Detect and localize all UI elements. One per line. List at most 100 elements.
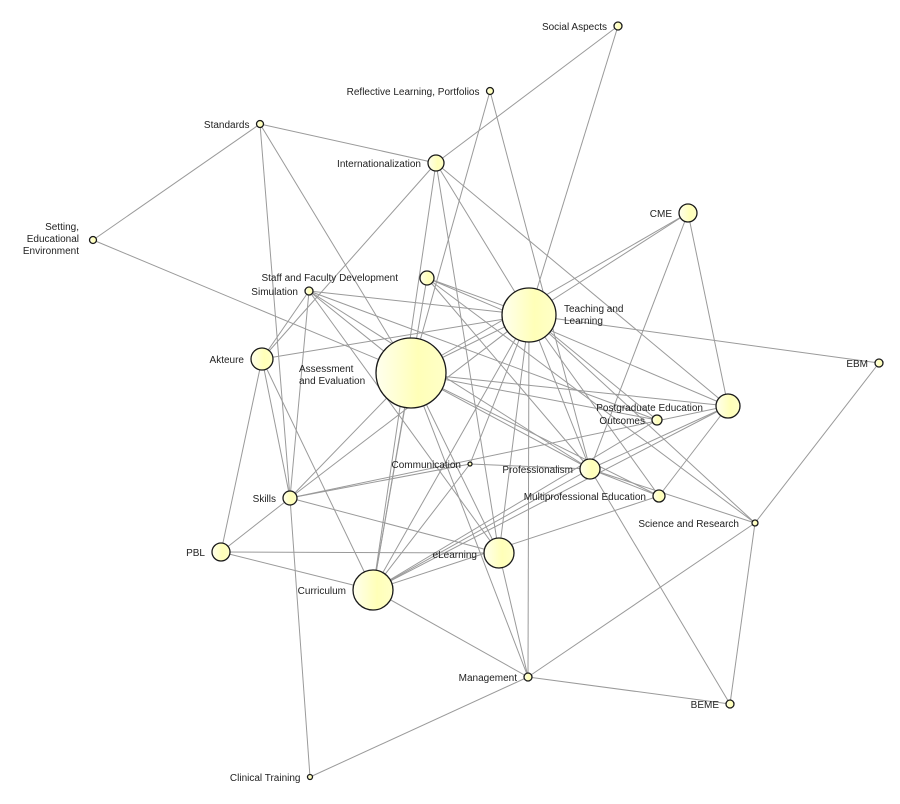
edge-assessment-multiprof [410, 372, 660, 497]
node-reflective[interactable] [485, 86, 495, 96]
node-skills[interactable] [282, 490, 298, 506]
edge-communication-professionalism [469, 463, 591, 470]
node-label-postgrad: Postgraduate Education [596, 403, 703, 414]
node-setting[interactable] [88, 235, 98, 245]
edge-postgrad-curriculum [372, 405, 729, 591]
edge-simulation-outcomes [308, 290, 658, 421]
node-label-staff: Staff and Faculty Development [261, 273, 398, 284]
edge-standards-assessment [259, 123, 412, 374]
node-label-skills: Skills [253, 494, 276, 505]
edge-postgrad-professionalism [589, 405, 729, 470]
node-label-line: Multiprofessional Education [524, 492, 646, 503]
node-label-line: and Evaluation [299, 376, 365, 387]
node-label-pbl: PBL [186, 548, 205, 559]
edge-standards-intl [259, 123, 437, 164]
node-label-line: Staff and Faculty Development [261, 273, 398, 284]
node-label-line: EBM [846, 359, 868, 370]
edge-social-intl [435, 25, 619, 164]
edge-reflective-assessment [410, 90, 491, 374]
node-professionalism[interactable] [579, 458, 601, 480]
edge-professionalism-beme [589, 468, 731, 705]
node-label-line: Setting, [45, 222, 79, 233]
edge-akteure-skills [261, 358, 291, 499]
edge-cme-teaching [528, 212, 689, 316]
node-beme[interactable] [725, 699, 735, 709]
edge-assessment-postgrad [410, 372, 729, 407]
edge-ebm-science [754, 362, 880, 524]
edge-pbl-curriculum [220, 551, 374, 591]
edge-teaching-multiprof [528, 314, 660, 497]
edge-skills-clinical [289, 497, 311, 778]
edge-professionalism-curriculum [372, 468, 591, 591]
edge-communication-skills [289, 463, 471, 499]
node-staff[interactable] [419, 270, 435, 286]
node-label-management: Management [459, 673, 518, 684]
node-label-line: Assessment [299, 364, 354, 375]
node-label-communication: Communication [392, 460, 461, 471]
node-label-line: Outcomes [599, 416, 645, 427]
edges-layer [92, 25, 880, 778]
edge-staff-postgrad [426, 277, 729, 407]
node-intl[interactable] [427, 154, 445, 172]
edge-teaching-elearning [498, 314, 530, 554]
node-elearning[interactable] [483, 537, 515, 569]
node-label-line: PBL [186, 548, 205, 559]
node-label-line: Environment [20, 246, 79, 257]
edge-science-beme [729, 522, 756, 705]
edge-intl-akteure [261, 162, 437, 360]
edge-intl-postgrad [435, 162, 729, 407]
node-clinical[interactable] [306, 773, 314, 781]
node-label-science: Science and Research [638, 519, 739, 530]
node-label-line: Educational [27, 234, 79, 245]
node-label-setting: Setting,Educational Environment [20, 222, 79, 257]
node-label-line: Internationalization [337, 159, 421, 170]
node-postgrad[interactable] [715, 393, 741, 419]
node-label-line: Akteure [210, 355, 245, 366]
edge-outcomes-curriculum [372, 419, 658, 591]
node-label-ebm: EBM [846, 359, 868, 370]
edge-assessment-curriculum [372, 372, 412, 591]
node-label-line: Professionalism [502, 465, 573, 476]
node-label-line: Management [459, 673, 518, 684]
edge-intl-teaching [435, 162, 530, 316]
node-label-curriculum: Curriculum [298, 586, 346, 597]
node-label-line: eLearning [433, 550, 477, 561]
node-standards[interactable] [255, 119, 265, 129]
node-teaching[interactable] [501, 287, 557, 343]
node-assessment[interactable] [375, 337, 447, 409]
edge-teaching-ebm [528, 314, 880, 364]
node-label-line: Teaching and [564, 304, 624, 315]
edge-simulation-skills [289, 290, 310, 499]
node-cme[interactable] [678, 203, 698, 223]
edge-standards-skills [259, 123, 291, 499]
edge-simulation-elearning [308, 290, 500, 554]
node-simulation[interactable] [304, 286, 314, 296]
edge-setting-assessment [92, 239, 412, 374]
node-curriculum[interactable] [352, 569, 394, 611]
node-science[interactable] [751, 519, 759, 527]
node-management[interactable] [523, 672, 533, 682]
edge-communication-curriculum [372, 463, 471, 591]
node-akteure[interactable] [250, 347, 274, 371]
node-label-line: Learning [564, 316, 603, 327]
node-multiprof[interactable] [652, 489, 666, 503]
edge-elearning-management [498, 552, 529, 678]
edge-pbl-elearning [220, 551, 500, 554]
node-pbl[interactable] [211, 542, 231, 562]
node-label-intl: Internationalization [337, 159, 421, 170]
node-label-beme: BEME [691, 700, 720, 711]
node-label-elearning: eLearning [433, 550, 477, 561]
edge-management-beme [527, 676, 731, 705]
node-social[interactable] [613, 21, 623, 31]
node-label-social: Social Aspects [542, 22, 607, 33]
node-communication[interactable] [467, 461, 473, 467]
edge-curriculum-management [372, 589, 529, 678]
node-label-line: Social Aspects [542, 22, 607, 33]
node-outcomes[interactable] [651, 414, 663, 426]
edge-akteure-pbl [220, 358, 263, 553]
edge-cme-postgrad [687, 212, 729, 407]
node-label-reflective: Reflective Learning, Portfolios [347, 87, 480, 98]
node-ebm[interactable] [874, 358, 884, 368]
